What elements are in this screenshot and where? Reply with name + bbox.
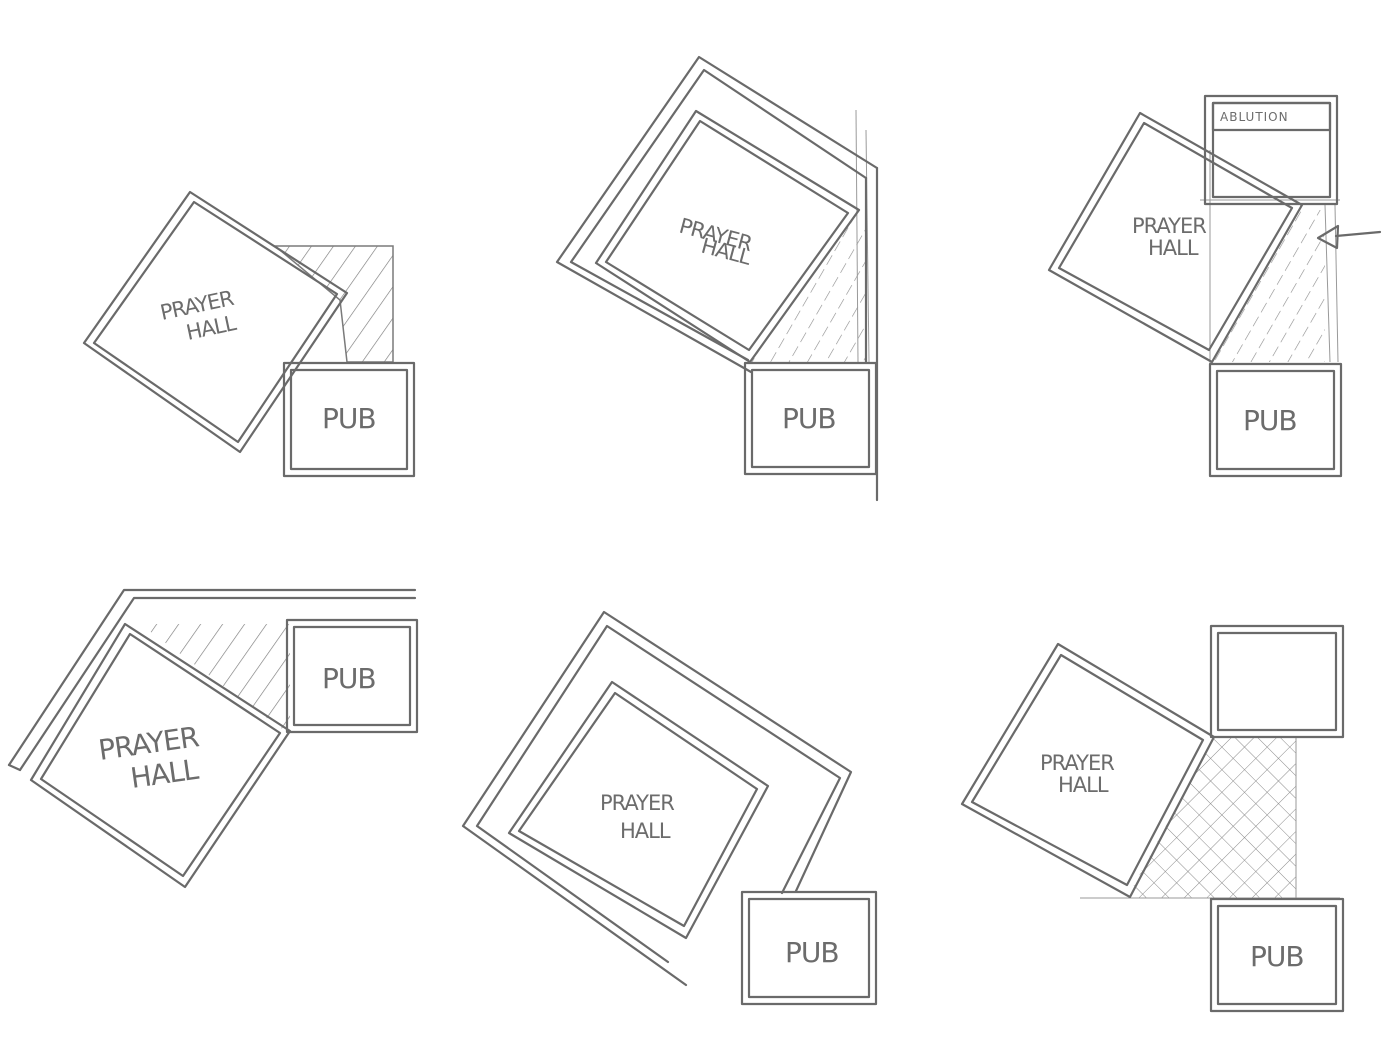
hatched-courtyard	[1127, 737, 1296, 898]
sketch-6: PRAYER HALL PUB	[960, 624, 1345, 1013]
square-block	[1209, 624, 1345, 739]
pub-label: PUB	[782, 402, 836, 435]
pub-block	[285, 618, 419, 734]
prayer-hall-block	[29, 622, 292, 889]
guide-line	[1334, 204, 1339, 363]
hatched-courtyard	[1212, 210, 1325, 362]
entrance-arrow-icon	[1316, 224, 1382, 250]
outer-enclosure	[461, 610, 853, 987]
pub-label: PUB	[1250, 940, 1304, 973]
guide-line	[1324, 204, 1331, 363]
sketch-4: PRAYER HALL PUB	[7, 588, 419, 889]
prayer-hall-label: PRAYER	[1132, 214, 1206, 238]
pub-block	[740, 890, 878, 1006]
pub-label: PUB	[322, 662, 376, 695]
pub-block	[1208, 362, 1343, 478]
pub-block	[1209, 897, 1345, 1013]
prayer-hall-block	[1047, 111, 1304, 364]
sketch-1: PRAYER HALL PUB	[82, 190, 416, 478]
hatched-courtyard	[140, 624, 290, 730]
ablution-label: ABLUTION	[1220, 110, 1289, 124]
pub-block	[282, 361, 416, 478]
sketch-3: ABLUTION PRAYER HALL PUB	[1047, 94, 1382, 478]
hatched-courtyard	[750, 212, 866, 362]
sketch-2: PRAYER HALL PUB	[555, 55, 879, 502]
outer-enclosure	[555, 55, 879, 502]
prayer-hall-label: PRAYER	[1040, 751, 1114, 775]
pub-label: PUB	[1243, 404, 1297, 437]
hatched-courtyard	[272, 245, 394, 363]
prayer-hall-label: PRAYER	[600, 791, 674, 815]
guide-line	[865, 129, 870, 363]
prayer-hall-block	[82, 190, 349, 454]
outer-enclosure	[7, 588, 417, 772]
pub-block	[743, 361, 878, 476]
prayer-hall-label: HALL	[1148, 236, 1199, 260]
prayer-hall-label: HALL	[1058, 773, 1109, 797]
prayer-hall-block	[507, 680, 770, 940]
sketch-5: PRAYER HALL PUB	[461, 610, 878, 1006]
pub-label: PUB	[322, 402, 376, 435]
prayer-hall-label: HALL	[620, 819, 671, 843]
pub-label: PUB	[785, 936, 839, 969]
guide-line	[855, 109, 859, 363]
prayer-hall-block	[960, 642, 1216, 899]
